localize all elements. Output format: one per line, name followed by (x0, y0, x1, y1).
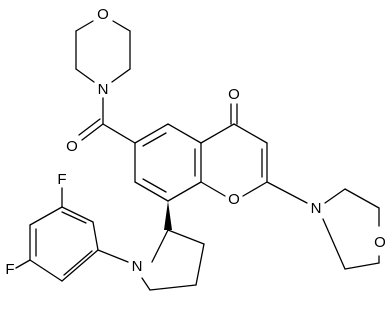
chromone-benzo-ring (134, 123, 202, 202)
atom-amide-carbonyl-oxygen: O (66, 138, 78, 155)
stereo-wedge-bond (164, 201, 172, 230)
atom-chromone-ring-oxygen: O (228, 191, 240, 208)
atom-morpholine-right-oxygen: O (374, 234, 386, 251)
atom-morpholine-top-nitrogen: N (98, 81, 109, 98)
difluorophenyl-ring (15, 187, 129, 282)
atom-ketone-oxygen: O (228, 86, 240, 103)
chromone-pyranone-ring (200, 103, 268, 197)
morpholine-top-ring (75, 20, 131, 83)
morpholine-right-ring (266, 181, 380, 270)
atom-fluorine-bottom: F (5, 261, 14, 278)
amide-linker (78, 97, 136, 144)
atom-morpholine-right-nitrogen: N (311, 200, 322, 217)
atom-morpholine-top-oxygen: O (97, 6, 109, 23)
atom-pyrrolidine-nitrogen: N (132, 258, 143, 275)
atom-fluorine-top: F (57, 171, 66, 188)
pyrrolidine-ring (141, 201, 205, 291)
